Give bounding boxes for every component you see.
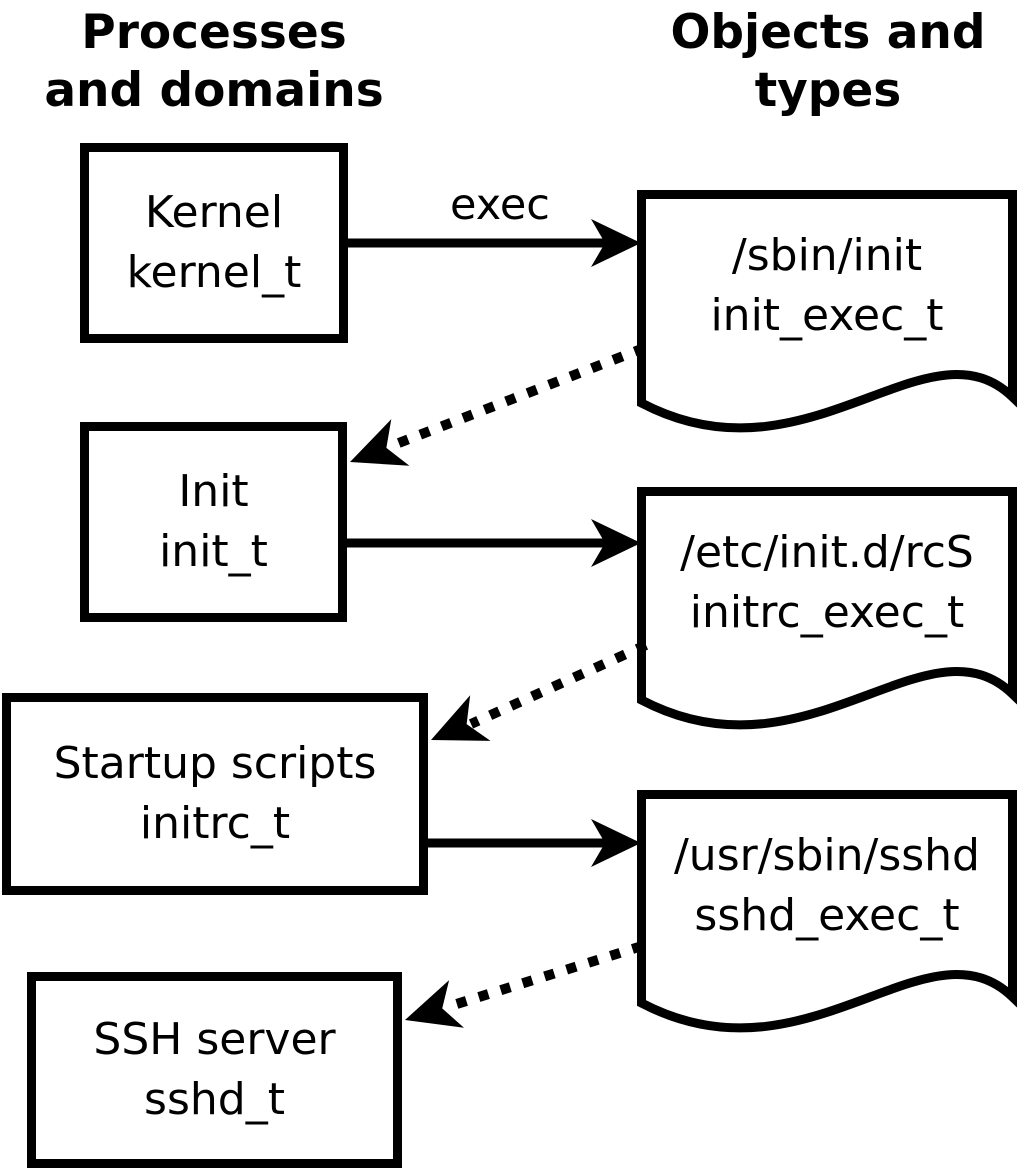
object-doc-usr-sbin-sshd: /usr/sbin/sshd sshd_exec_t <box>637 790 1017 1042</box>
solid-arrow-startup-to-sshd-icon <box>423 819 641 867</box>
process-label: Init <box>178 466 249 517</box>
column-header-objects: Objects and types <box>624 4 1024 120</box>
process-type: kernel_t <box>126 247 302 298</box>
object-path: /usr/sbin/sshd <box>673 829 980 881</box>
object-type: initrc_exec_t <box>689 586 965 638</box>
dotted-arrow-sbininit-to-init-icon <box>350 343 646 466</box>
process-type: init_t <box>159 526 268 577</box>
object-type: sshd_exec_t <box>694 889 960 941</box>
process-type: initrc_t <box>139 798 291 849</box>
object-path: /sbin/init <box>731 229 923 281</box>
object-text: /usr/sbin/sshd sshd_exec_t <box>637 790 1017 1003</box>
object-doc-etc-initd-rcs: /etc/init.d/rcS initrc_exec_t <box>637 487 1017 739</box>
document-shape-icon <box>637 790 1017 1033</box>
object-type: init_exec_t <box>710 289 944 341</box>
dotted-arrow-rcs-to-startup-icon <box>431 640 649 741</box>
document-shape-icon <box>637 487 1017 730</box>
object-text: /etc/init.d/rcS initrc_exec_t <box>637 487 1017 700</box>
process-box-startup-scripts: Startup scripts initrc_t <box>2 693 428 895</box>
header-line: Processes <box>81 5 347 60</box>
process-label: Startup scripts <box>53 738 377 789</box>
process-box-init: Init init_t <box>80 422 347 622</box>
process-type: sshd_t <box>144 1074 285 1125</box>
column-header-processes: Processes and domains <box>10 4 418 120</box>
process-box-ssh-server: SSH server sshd_t <box>27 972 402 1168</box>
header-line: and domains <box>44 63 384 118</box>
object-text: /sbin/init init_exec_t <box>637 190 1017 403</box>
document-shape-icon <box>637 190 1017 433</box>
exec-arrow-label: exec <box>450 180 550 230</box>
solid-arrow-init-to-rcs-icon <box>343 519 641 567</box>
process-box-kernel: Kernel kernel_t <box>80 143 348 343</box>
dotted-arrow-sshd-to-sshserver-icon <box>405 941 644 1028</box>
object-path: /etc/init.d/rcS <box>680 526 974 578</box>
object-doc-sbin-init: /sbin/init init_exec_t <box>637 190 1017 442</box>
process-label: SSH server <box>93 1014 336 1065</box>
header-line: types <box>754 63 902 118</box>
header-line: Objects and <box>670 5 986 60</box>
process-label: Kernel <box>144 187 284 238</box>
